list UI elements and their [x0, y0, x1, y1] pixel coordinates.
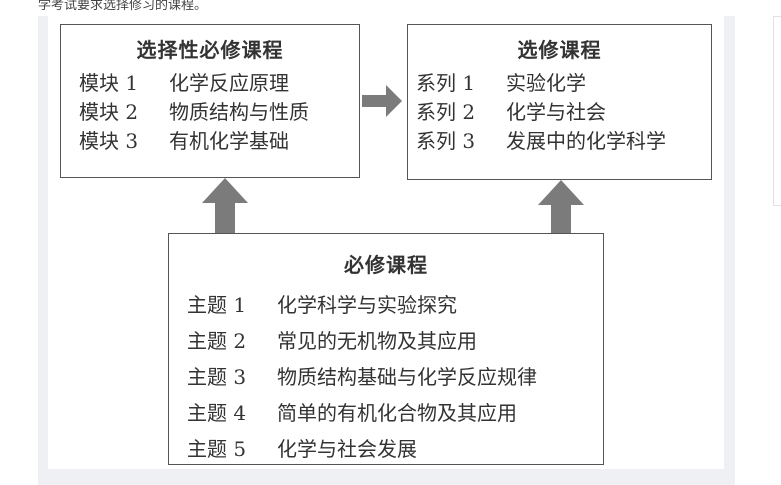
module-label: 物质结构与性质: [169, 100, 309, 124]
theme-key: 主题 5: [187, 437, 247, 461]
arrows-layer: [202, 85, 584, 233]
module-key: 模块 1: [79, 71, 139, 95]
arrow-up-left-icon: [202, 178, 248, 233]
module-label: 有机化学基础: [169, 129, 289, 153]
theme-key: 主题 1: [187, 293, 247, 317]
series-label: 发展中的化学科学: [506, 129, 666, 153]
theme-key: 主题 2: [187, 329, 247, 353]
course-structure-diagram: 选择性必修课程 模块 1 化学反应原理 模块 2 物质结构与性质 模块 3 有机…: [48, 16, 724, 469]
series-label: 化学与社会: [506, 100, 606, 124]
module-key: 模块 2: [79, 100, 139, 124]
series-key: 系列 1: [416, 71, 476, 95]
elective-title: 选修课程: [517, 38, 602, 62]
theme-label: 化学与社会发展: [277, 437, 417, 461]
compulsory-title: 必修课程: [344, 253, 428, 277]
series-row: 系列 2 化学与社会: [416, 98, 711, 127]
theme-label: 简单的有机化合物及其应用: [277, 401, 517, 425]
module-row: 模块 1 化学反应原理: [79, 69, 359, 98]
compulsory-course-box: 必修课程 主题 1 化学科学与实验探究 主题 2 常见的无机物及其应用 主题 3…: [168, 233, 604, 465]
caption-text: 学考试要求选择修习的课程。: [38, 0, 208, 13]
arrow-up-right-icon: [538, 180, 584, 233]
series-row: 系列 1 实验化学: [416, 69, 711, 98]
elective-course-box: 选修课程 系列 1 实验化学 系列 2 化学与社会 系列 3 发展中的化学科学: [407, 24, 712, 180]
theme-key: 主题 3: [187, 365, 247, 389]
arrow-right-icon: [362, 85, 402, 117]
module-row: 模块 3 有机化学基础: [79, 127, 359, 156]
theme-row: 主题 1 化学科学与实验探究: [187, 287, 603, 323]
theme-label: 常见的无机物及其应用: [277, 329, 477, 353]
theme-row: 主题 4 简单的有机化合物及其应用: [187, 395, 603, 431]
theme-row: 主题 2 常见的无机物及其应用: [187, 323, 603, 359]
series-row: 系列 3 发展中的化学科学: [416, 127, 711, 156]
series-label: 实验化学: [506, 71, 586, 95]
theme-label: 物质结构基础与化学反应规律: [277, 365, 537, 389]
theme-row: 主题 3 物质结构基础与化学反应规律: [187, 359, 603, 395]
elective-required-title: 选择性必修课程: [136, 38, 284, 62]
module-label: 化学反应原理: [169, 71, 289, 95]
series-key: 系列 3: [416, 129, 476, 153]
theme-key: 主题 4: [187, 401, 247, 425]
theme-label: 化学科学与实验探究: [277, 293, 457, 317]
module-row: 模块 2 物质结构与性质: [79, 98, 359, 127]
theme-row: 主题 5 化学与社会发展: [187, 431, 603, 467]
series-key: 系列 2: [416, 100, 476, 124]
side-card: [773, 16, 781, 206]
elective-required-course-box: 选择性必修课程 模块 1 化学反应原理 模块 2 物质结构与性质 模块 3 有机…: [60, 24, 360, 178]
module-key: 模块 3: [79, 129, 139, 153]
